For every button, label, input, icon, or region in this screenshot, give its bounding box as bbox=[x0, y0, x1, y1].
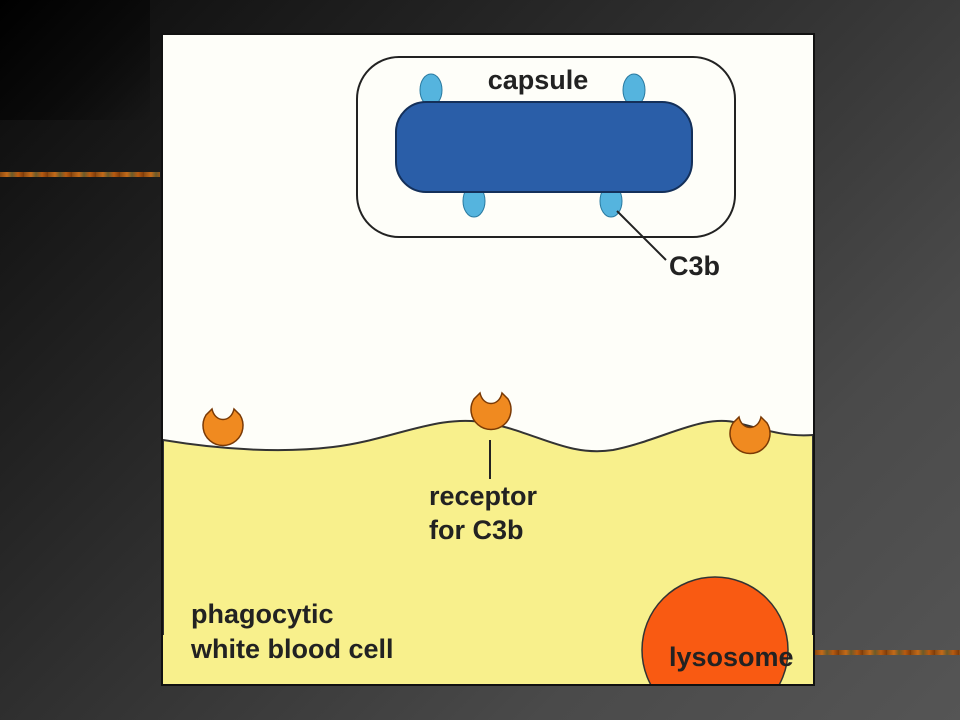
bacterium bbox=[395, 101, 693, 193]
accent-line-right bbox=[815, 650, 960, 655]
receptor-label-line2: for C3b bbox=[429, 515, 524, 545]
cell-label-line2: white blood cell bbox=[190, 634, 394, 664]
c3b-label: C3b bbox=[669, 251, 720, 281]
receptor-right bbox=[729, 415, 771, 455]
cell-label-line1: phagocytic bbox=[191, 599, 334, 629]
receptor-label-line1: receptor bbox=[429, 481, 538, 511]
lysosome bbox=[641, 576, 789, 684]
opsonization-diagram: capsule C3b receptor for C3b phagocytic … bbox=[161, 33, 815, 686]
receptor-left bbox=[202, 407, 244, 447]
lysosome-label: lysosome bbox=[669, 642, 794, 672]
slide-corner-shade bbox=[0, 0, 150, 120]
diagram-canvas: capsule C3b receptor for C3b phagocytic … bbox=[163, 56, 813, 684]
capsule-label: capsule bbox=[488, 65, 589, 95]
c3b-pointer-line bbox=[616, 210, 667, 261]
accent-line-left bbox=[0, 172, 160, 177]
receptor-middle bbox=[470, 391, 512, 431]
